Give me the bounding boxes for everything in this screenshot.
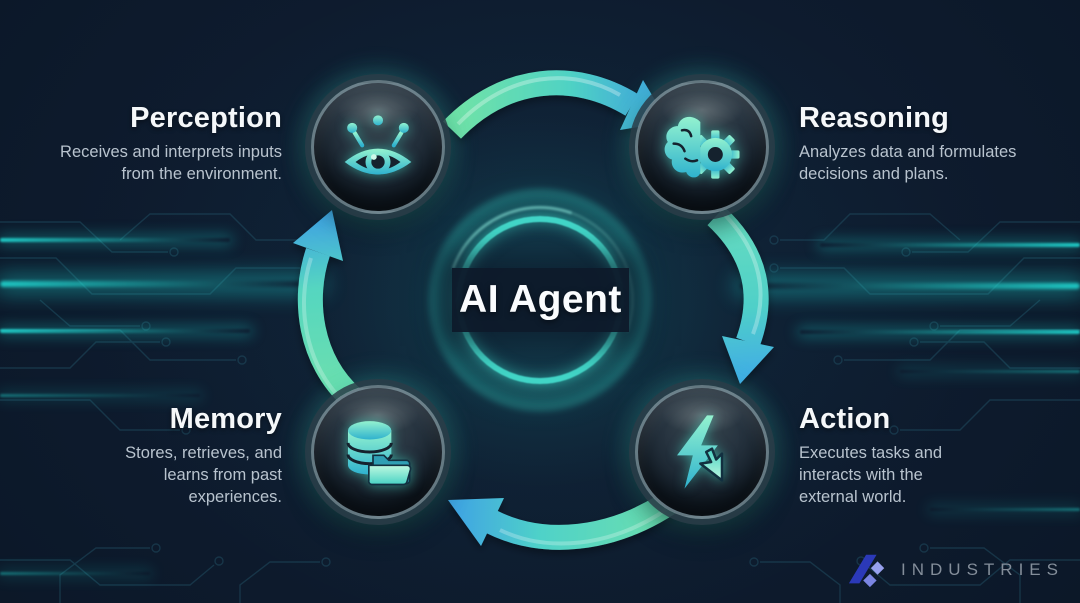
memory-description: Stores, retrieves, and learns from past … bbox=[125, 444, 282, 506]
reasoning-title: Reasoning bbox=[799, 102, 950, 134]
reasoning-text-block: Reasoning Analyzes data and formulates d… bbox=[799, 102, 1069, 186]
perception-description: Receives and interprets inputs from the … bbox=[60, 143, 282, 183]
light-streak bbox=[0, 281, 320, 287]
light-streak bbox=[740, 283, 1080, 289]
perception-text-block: Perception Receives and interprets input… bbox=[22, 102, 282, 186]
light-streak bbox=[0, 394, 200, 397]
light-streak bbox=[820, 243, 1080, 247]
light-streak bbox=[930, 508, 1080, 511]
center-title-band: AI Agent bbox=[452, 268, 629, 332]
eye-sensors-icon bbox=[344, 115, 412, 175]
diagram-title: AI Agent bbox=[459, 278, 622, 321]
lightning-cursor-icon bbox=[677, 415, 724, 489]
memory-title: Memory bbox=[169, 403, 282, 435]
light-streak bbox=[900, 370, 1080, 373]
memory-text-block: Memory Stores, retrieves, and learns fro… bbox=[22, 403, 282, 509]
reasoning-node bbox=[601, 46, 803, 248]
brand-name: INDUSTRIES bbox=[901, 560, 1064, 579]
action-description: Executes tasks and interacts with the ex… bbox=[799, 444, 943, 506]
light-streak bbox=[0, 572, 150, 575]
perception-node bbox=[277, 46, 479, 248]
action-title: Action bbox=[799, 403, 891, 435]
perception-title: Perception bbox=[130, 102, 282, 134]
light-streak bbox=[800, 330, 1080, 334]
arrow-reasoning-to-action bbox=[707, 206, 774, 384]
memory-node bbox=[277, 351, 479, 553]
brand-mark-icon bbox=[848, 554, 885, 588]
light-streak bbox=[0, 329, 250, 333]
light-streak bbox=[0, 238, 230, 242]
arrow-action-to-memory bbox=[448, 487, 684, 550]
arrow-memory-to-perception bbox=[293, 210, 361, 408]
brain-gear-icon bbox=[664, 116, 740, 179]
action-text-block: Action Executes tasks and interacts with… bbox=[799, 403, 1059, 509]
brand-logo: INDUSTRIES bbox=[845, 549, 1064, 591]
action-node bbox=[601, 351, 803, 553]
reasoning-description: Analyzes data and formulates decisions a… bbox=[799, 143, 1017, 183]
database-folder-icon bbox=[346, 421, 412, 486]
